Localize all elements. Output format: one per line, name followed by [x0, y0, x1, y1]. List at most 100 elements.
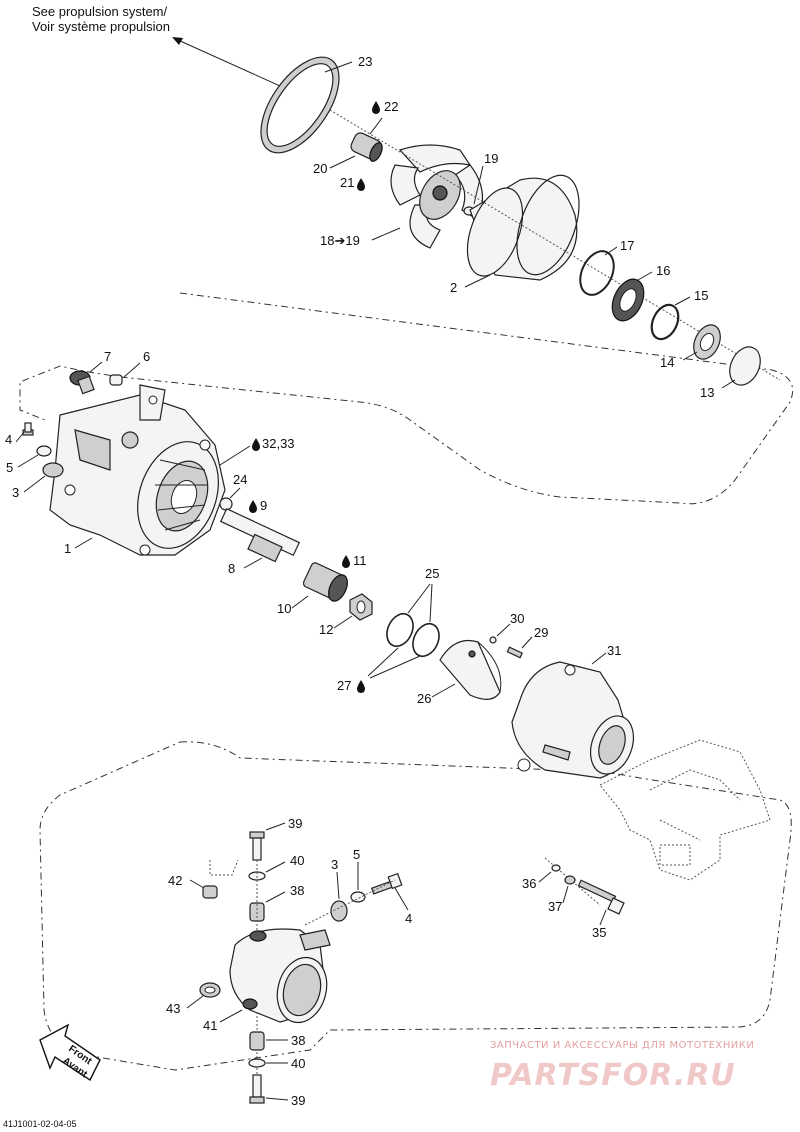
part-5-washer [36, 445, 52, 457]
callout-1: 1 [64, 541, 71, 556]
part-8-shaft [219, 507, 301, 563]
part-4-screw-lower [370, 872, 403, 895]
part-15-ring [650, 303, 680, 341]
callout-22: 22 [384, 99, 398, 114]
droplet-icon [372, 101, 380, 114]
header-line-1: See propulsion system/ [32, 4, 168, 19]
callout-25: 25 [425, 566, 439, 581]
part-12-nut [349, 593, 373, 621]
part-10-bearing [302, 562, 348, 602]
callout-11: 11 [353, 553, 367, 568]
droplet-icon [252, 438, 260, 451]
part-43-bushing [199, 982, 221, 998]
front-arrow-icon [39, 1023, 101, 1082]
group-outline-lower [39, 741, 792, 1071]
part-40-washer-bottom [248, 1058, 266, 1068]
callout-18-19: 18➔19 [320, 233, 360, 248]
callout-40-top: 40 [290, 853, 304, 868]
part-13-cap [729, 346, 761, 386]
part-30-washer [489, 636, 497, 644]
callout-20: 20 [313, 161, 327, 176]
callout-16: 16 [656, 263, 670, 278]
callout-23: 23 [358, 54, 372, 69]
droplet-icon [249, 500, 257, 513]
droplet-icon [357, 680, 365, 693]
callout-26: 26 [417, 691, 431, 706]
part-26-cone [439, 639, 502, 700]
callout-36: 36 [522, 876, 536, 891]
part-38-bushing-bottom [249, 1031, 265, 1051]
part-5-washer-lower [350, 891, 366, 903]
part-25-oring-b [412, 622, 440, 658]
part-29-screw [506, 646, 523, 659]
callout-29: 29 [534, 625, 548, 640]
callout-17: 17 [620, 238, 634, 253]
group-outline-upper [19, 292, 794, 505]
part-23-ring [260, 56, 340, 154]
callout-7: 7 [104, 349, 111, 364]
part-nozzle [229, 928, 331, 1024]
callout-9: 9 [260, 498, 267, 513]
part-42-plug [202, 885, 218, 899]
callout-21: 21 [340, 175, 354, 190]
part-17-circlip [579, 250, 615, 296]
callout-38-bottom: 38 [291, 1033, 305, 1048]
part-3-grommet-lower [330, 900, 348, 922]
callout-4-lower: 4 [405, 911, 412, 926]
part-20-sleeve [350, 132, 383, 162]
callout-43: 43 [166, 1001, 180, 1016]
callout-12: 12 [319, 622, 333, 637]
part-24-spacer [219, 497, 233, 511]
callout-3-lower: 3 [331, 857, 338, 872]
part-impeller [390, 144, 484, 249]
callout-30: 30 [510, 611, 524, 626]
callout-27: 27 [337, 678, 351, 693]
callout-32-33: 32,33 [262, 436, 295, 451]
callout-5: 5 [6, 460, 13, 475]
droplet-icon [342, 555, 350, 568]
callout-40-bottom: 40 [291, 1056, 305, 1071]
bracket-outline [599, 739, 771, 881]
part-16-seal [611, 278, 645, 322]
callout-35: 35 [592, 925, 606, 940]
callout-8: 8 [228, 561, 235, 576]
part-36-washer [551, 864, 561, 872]
callout-15: 15 [694, 288, 708, 303]
callout-24: 24 [233, 472, 247, 487]
callout-39-bottom: 39 [291, 1093, 305, 1108]
part-39-bolt-top [249, 831, 265, 861]
header-line-2: Voir système propulsion [32, 19, 170, 34]
watermark-line-1: ЗАПЧАСТИ И АКСЕССУАРЫ ДЛЯ МОТОТЕХНИКИ [490, 1040, 754, 1051]
part-6-bushing [109, 374, 123, 386]
part-31-venturi [511, 661, 635, 779]
callout-5-lower: 5 [353, 847, 360, 862]
droplet-icon [357, 178, 365, 191]
callout-6: 6 [143, 349, 150, 364]
part-35-bolt [577, 879, 625, 915]
part-2-wear-ring [466, 174, 580, 281]
watermark-line-2: PARTSFOR.RU [490, 1058, 736, 1093]
part-3-grommet [42, 462, 64, 478]
callout-42: 42 [168, 873, 182, 888]
part-39-bolt-bottom [249, 1074, 265, 1104]
callout-13: 13 [700, 385, 714, 400]
part-4-screw [22, 422, 34, 436]
callout-3: 3 [12, 485, 19, 500]
callout-39-top: 39 [288, 816, 302, 831]
callout-2: 2 [450, 280, 457, 295]
part-25-oring-a [386, 612, 414, 648]
callout-19: 19 [484, 151, 498, 166]
callout-14: 14 [660, 355, 674, 370]
callout-4: 4 [5, 432, 12, 447]
part-37-washer [564, 875, 576, 885]
part-14-bearing [693, 324, 721, 360]
callout-38-top: 38 [290, 883, 304, 898]
diagram-reference: 41J1001-02-04-05 [3, 1119, 77, 1129]
part-1-housing [49, 384, 226, 556]
callout-10: 10 [277, 601, 291, 616]
callout-37: 37 [548, 899, 562, 914]
part-7-plug [69, 370, 95, 395]
callout-41: 41 [203, 1018, 217, 1033]
callout-31: 31 [607, 643, 621, 658]
